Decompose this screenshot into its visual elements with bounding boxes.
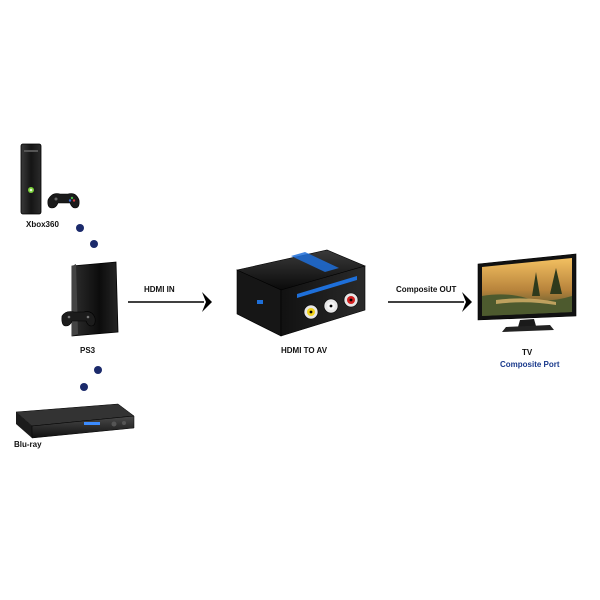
tv-device [476,252,580,336]
xbox360-device [18,142,80,218]
connector-dot [90,240,98,248]
tv-icon [477,253,577,332]
hdmi-to-av-converter-icon [236,249,366,337]
hdmi-in-label: HDMI IN [144,285,175,294]
connector-dot [80,383,88,391]
bluray-device [14,398,136,440]
connector-dot [76,224,84,232]
bluray-player-icon [15,403,135,439]
ps3-label: PS3 [80,346,96,355]
ps3-icon [61,261,119,337]
converter-label: HDMI TO AV [281,346,328,355]
bluray-label: Blu-ray [14,440,42,449]
tv-sublabel: Composite Port [500,360,560,369]
connector-dot [94,366,102,374]
ps3-device [58,258,122,342]
tv-label: TV [522,348,533,357]
right-arrow-icon [388,292,472,312]
composite-out-arrow [388,290,472,314]
right-arrow-icon [128,292,212,312]
hdmi-in-arrow [128,290,212,314]
xbox360-icon [20,143,80,215]
xbox360-label: Xbox360 [26,220,59,229]
composite-out-label: Composite OUT [396,285,457,294]
converter-device [235,246,375,342]
